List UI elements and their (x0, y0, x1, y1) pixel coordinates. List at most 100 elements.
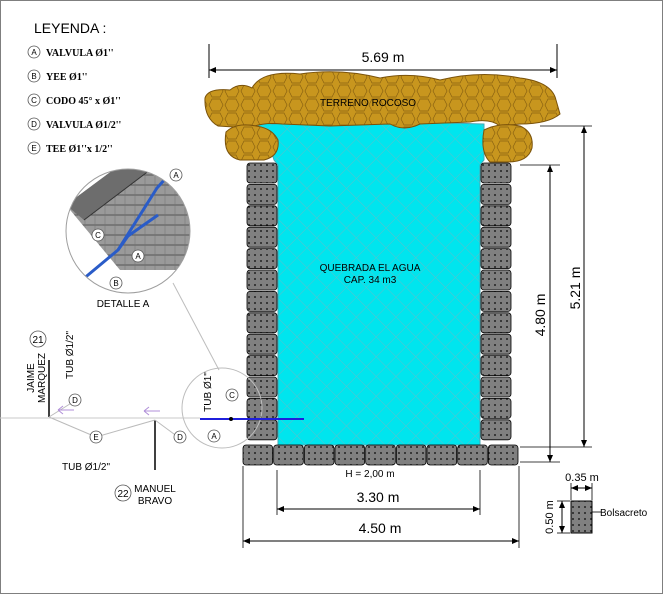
legend-marker-c: C (27, 93, 41, 107)
branch-bottom-label: TUB Ø1/2" (62, 462, 110, 473)
bolsacreto-bag (246, 419, 278, 441)
detail-title: DETALLE A (97, 299, 150, 310)
detail-marker-b: B (109, 276, 123, 290)
bolsacreto-bag (246, 290, 278, 312)
bolsacreto-bag (365, 444, 396, 466)
legend-item-label: VALVULA Ø1/2'' (46, 120, 122, 131)
legend-item-label: VALVULA Ø1'' (46, 48, 114, 59)
bolsacreto-bag (246, 376, 278, 398)
svg-text:C: C (95, 231, 101, 240)
bag-height-label: 0.50 m (544, 500, 556, 534)
inner-width-label: 3.30 m (357, 489, 400, 505)
legend-item-label: TEE Ø1''x 1/2'' (46, 144, 113, 155)
bolsacreto-bag (246, 205, 278, 227)
user-21-name-line1: JAIME (26, 363, 37, 393)
tank-height-label: H = 2,00 m (345, 469, 394, 480)
detail-marker-a: A (131, 249, 145, 263)
rocky-terrain: TERRENO ROCOSO (204, 71, 561, 163)
bolsacreto-bag (480, 376, 512, 398)
svg-text:A: A (31, 48, 37, 57)
inlet-detail-circle (181, 367, 263, 449)
branch-marker-e: E (89, 430, 103, 444)
legend-item-label: YEE Ø1'' (46, 72, 88, 83)
user-22-name-line1: MANUEL (134, 484, 176, 495)
tank-capacity: CAP. 34 m3 (344, 275, 397, 286)
legend: LEYENDA : A VALVULA Ø1'' B YEE Ø1'' C CODO 45… (27, 20, 122, 155)
bolsacreto-bag (457, 444, 488, 466)
user-manuel-bravo: 22 MANUEL BRAVO (114, 484, 176, 507)
bolsacreto-bag (246, 183, 278, 205)
bolsacreto-bag (480, 333, 512, 355)
bolsacreto-bag (480, 397, 512, 419)
bolsacreto-bag (480, 226, 512, 248)
total-height-dimension: 5.21 m (520, 125, 592, 448)
bolsacreto-bag (246, 162, 278, 184)
bolsacreto-bag (480, 162, 512, 184)
inner-height-label: 4.80 m (532, 294, 548, 337)
branch-marker-d: D (68, 393, 82, 407)
bolsacreto-bag (246, 312, 278, 334)
outer-width-label: 4.50 m (359, 520, 402, 536)
bolsacreto-bag (273, 444, 304, 466)
bolsacreto-bag (480, 312, 512, 334)
bolsacreto-bag (242, 444, 274, 466)
total-height-label: 5.21 m (567, 267, 583, 310)
svg-text:B: B (31, 72, 36, 81)
detail-marker-a: A (169, 168, 183, 182)
svg-text:C: C (31, 96, 37, 105)
bolsacreto-bag (480, 290, 512, 312)
legend-item-label: CODO 45° x Ø1'' (46, 96, 121, 107)
tank-name: QUEBRADA EL AGUA (320, 263, 421, 274)
bolsacreto-bag (303, 444, 335, 466)
bolsacreto-legend: 0.35 m 0.50 m Bolsacreto (544, 472, 648, 534)
bolsacreto-bag (334, 444, 366, 466)
distribution-branches: TUB Ø1/2" TUB Ø1/2" DDE (0, 331, 200, 473)
inlet-marker-a: A (207, 429, 221, 443)
bolsacreto-bag (426, 444, 458, 466)
detail-a: A C A B DETALLE A (65, 168, 220, 371)
branch-marker-d: D (173, 430, 187, 444)
user-22-number: 22 (117, 489, 129, 500)
top-width-dimension: 5.69 m (208, 44, 558, 78)
bolsacreto-bag (480, 205, 512, 227)
inner-width-dimension: 3.30 m (276, 470, 481, 515)
bag-width-label: 0.35 m (565, 472, 599, 484)
svg-text:D: D (31, 120, 37, 129)
inlet-pipe-label: TUB Ø1" (203, 372, 214, 412)
legend-marker-d: D (27, 117, 41, 131)
top-width-label: 5.69 m (362, 49, 405, 65)
bolsacreto-bag (480, 419, 512, 441)
legend-marker-b: B (27, 69, 41, 83)
svg-text:C: C (229, 391, 235, 400)
svg-text:E: E (31, 144, 36, 153)
svg-text:D: D (72, 396, 78, 405)
svg-text:E: E (93, 433, 98, 442)
legend-marker-e: E (27, 141, 41, 155)
bolsacreto-bag (480, 355, 512, 377)
user-21-name-line2: MARQUEZ (37, 353, 48, 403)
svg-text:A: A (135, 252, 141, 261)
bolsacreto-bag (246, 355, 278, 377)
svg-text:A: A (173, 171, 179, 180)
bolsacreto-bag (487, 444, 519, 466)
bolsacreto-bag (395, 444, 427, 466)
svg-text:A: A (211, 432, 217, 441)
bolsacreto-bag (246, 248, 278, 270)
bag-label: Bolsacreto (600, 508, 648, 519)
bag-sample (570, 500, 593, 534)
terrain-label: TERRENO ROCOSO (320, 98, 416, 109)
bolsacreto-bag (480, 248, 512, 270)
svg-text:B: B (113, 279, 118, 288)
user-22-name-line2: BRAVO (138, 496, 172, 507)
bolsacreto-bag (480, 183, 512, 205)
bolsacreto-walls (242, 162, 519, 466)
bolsacreto-bag (246, 333, 278, 355)
bolsacreto-bag (246, 269, 278, 291)
detail-circle (65, 168, 191, 294)
bolsacreto-bag (480, 269, 512, 291)
user-jaime-marquez: 21 JAIME MARQUEZ (26, 330, 48, 403)
inlet-pipe: TUB Ø1" C A (181, 367, 304, 449)
legend-marker-a: A (27, 45, 41, 59)
legend-title: LEYENDA : (34, 20, 106, 36)
